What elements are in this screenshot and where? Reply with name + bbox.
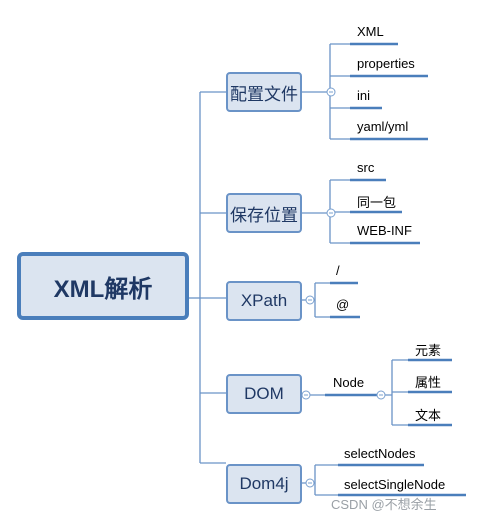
branch-node-dom4j[interactable]: Dom4j bbox=[226, 464, 302, 504]
branch-node-storage-location[interactable]: 保存位置 bbox=[226, 193, 302, 233]
leaf-node[interactable]: yaml/yml bbox=[357, 119, 409, 134]
underline-dom4j-leaves bbox=[338, 463, 466, 497]
leaf-node[interactable]: 同一包 bbox=[357, 195, 397, 210]
root-node[interactable]: XML解析 bbox=[17, 252, 189, 320]
leaf-node[interactable]: selectNodes bbox=[344, 446, 416, 461]
leaf-node[interactable]: 属性 bbox=[415, 375, 442, 390]
leaf-node[interactable]: ini bbox=[357, 88, 371, 103]
leaf-node[interactable]: selectSingleNode bbox=[344, 477, 446, 492]
watermark: CSDN @不想余生 bbox=[331, 497, 437, 512]
underline-xpath-leaves bbox=[330, 281, 360, 319]
underline-node-leaves bbox=[408, 358, 452, 427]
connector-config-children bbox=[302, 43, 350, 140]
underline-config-leaves bbox=[350, 42, 428, 141]
underline-location-leaves bbox=[350, 178, 420, 245]
leaf-node[interactable]: 文本 bbox=[415, 408, 442, 423]
branch-node-config-files[interactable]: 配置文件 bbox=[226, 72, 302, 112]
leaf-node[interactable]: 元素 bbox=[415, 343, 442, 358]
branch-node-dom[interactable]: DOM bbox=[226, 374, 302, 414]
connector-location-children bbox=[302, 179, 350, 244]
leaf-node[interactable]: WEB-INF bbox=[357, 223, 412, 238]
leaf-node[interactable]: src bbox=[357, 160, 375, 175]
leaf-node[interactable]: / bbox=[336, 263, 340, 278]
branch-node-xpath[interactable]: XPath bbox=[226, 281, 302, 321]
connector-branches bbox=[200, 91, 226, 464]
leaf-node[interactable]: XML bbox=[357, 24, 384, 39]
leaf-node[interactable]: properties bbox=[357, 56, 415, 71]
leaf-node-node[interactable]: Node bbox=[333, 375, 365, 390]
leaf-node[interactable]: @ bbox=[336, 297, 350, 312]
